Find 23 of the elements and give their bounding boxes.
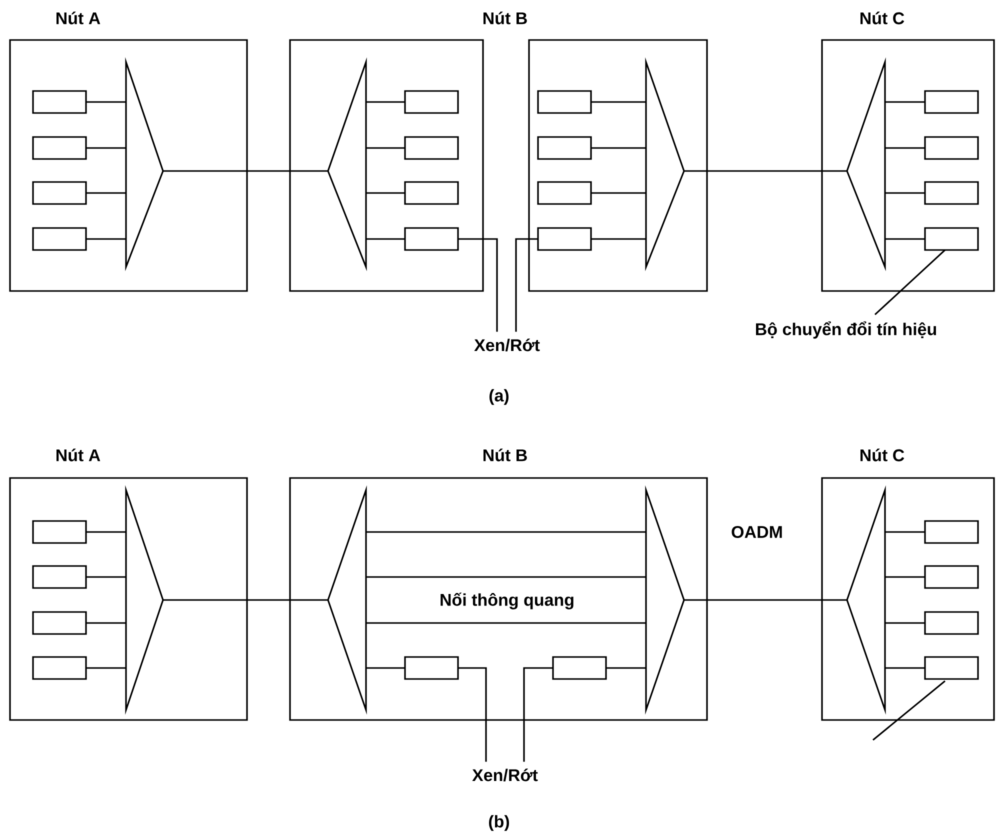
- node-caption: OADM: [732, 526, 782, 538]
- connecting-line: [163, 170, 328, 172]
- leader-line: [874, 249, 946, 316]
- panel-label: (a): [489, 389, 509, 405]
- connecting-line: [523, 667, 553, 762]
- node-heading: Nút A: [56, 448, 100, 462]
- text-label: Xen/Rớt: [472, 768, 538, 782]
- connecting-line: [684, 599, 847, 601]
- text-label: Bộ chuyển đổi tín hiệu: [756, 321, 936, 339]
- connection-label: Nối thông quang: [438, 590, 577, 612]
- connecting-line: [515, 238, 538, 332]
- node-box: [528, 39, 708, 292]
- text-label: Xen/Rớt: [474, 338, 540, 352]
- node-heading: Nút B: [484, 12, 527, 24]
- node-heading: Nút B: [484, 448, 527, 462]
- connecting-line: [684, 170, 847, 172]
- leader-line: [872, 680, 946, 741]
- connecting-line: [458, 667, 487, 762]
- panel-label: (b): [489, 815, 510, 831]
- node-heading: Nút C: [860, 448, 904, 462]
- connecting-line: [163, 599, 328, 601]
- node-heading: Nút C: [860, 12, 904, 24]
- node-heading: Nút A: [56, 12, 100, 24]
